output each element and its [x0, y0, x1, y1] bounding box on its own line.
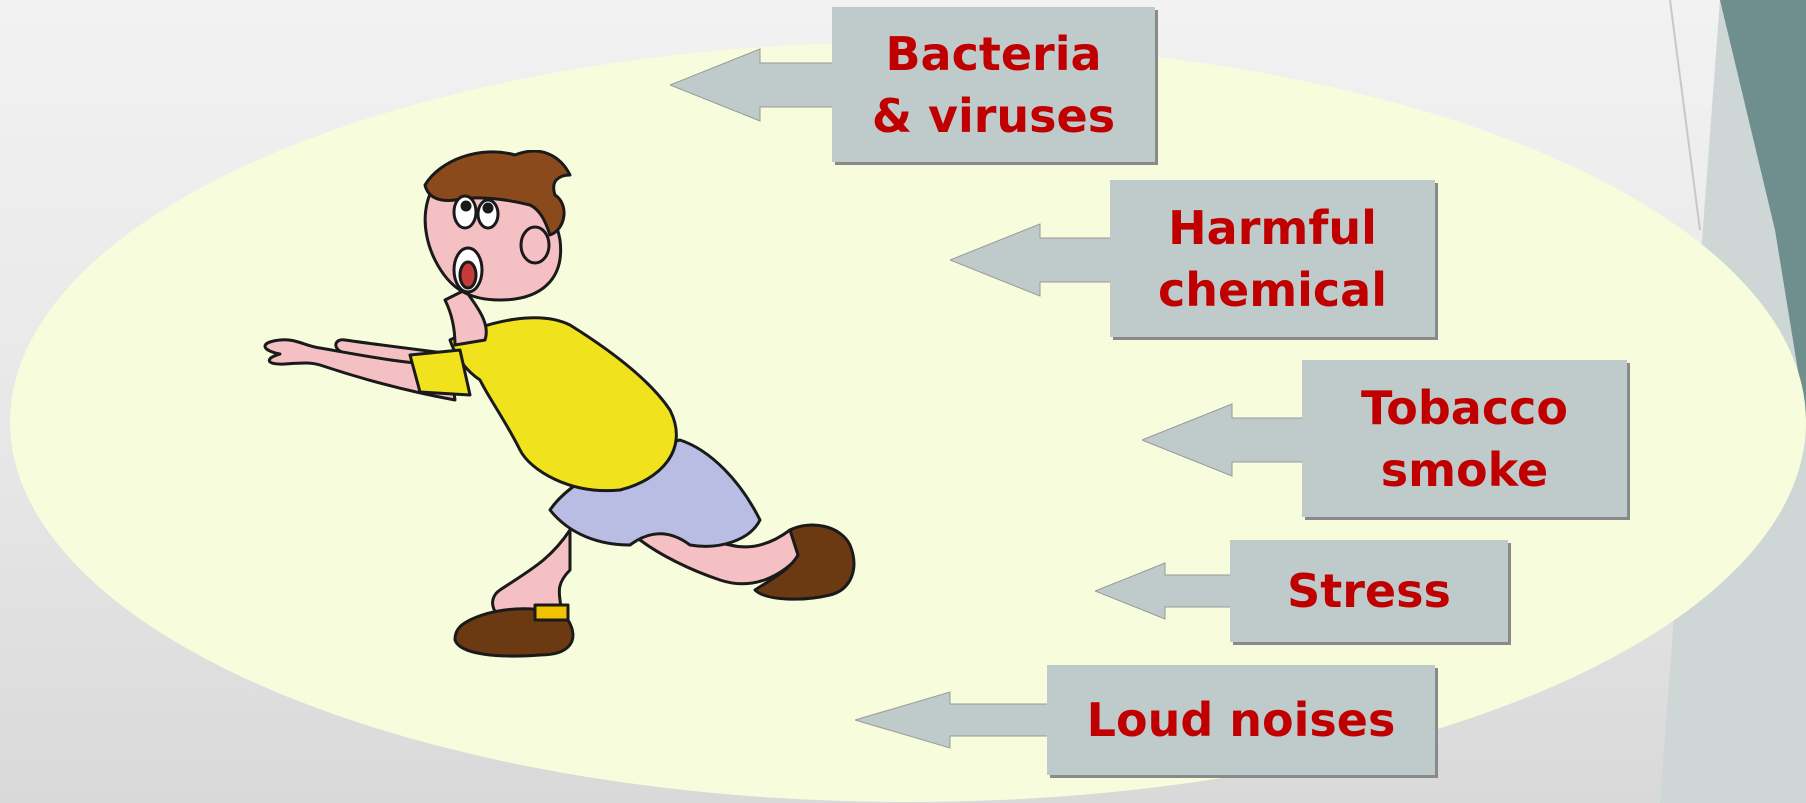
- label-box: Harmful chemical: [1110, 180, 1435, 337]
- callout-bacteria: Bacteria & viruses: [670, 7, 1160, 162]
- mouth-inside: [460, 262, 476, 288]
- callout-chemical: Harmful chemical: [950, 180, 1440, 337]
- label-tobacco: Tobacco smoke: [1361, 377, 1568, 501]
- label-noise: Loud noises: [1087, 689, 1396, 751]
- back-sock: [535, 605, 568, 620]
- arrow-left-icon: [1095, 561, 1235, 621]
- label-box: Bacteria & viruses: [832, 7, 1155, 162]
- arrow-left-icon: [1142, 400, 1312, 480]
- label-box: Loud noises: [1047, 665, 1435, 775]
- arrow-left-icon: [670, 45, 840, 125]
- label-box: Stress: [1230, 540, 1508, 642]
- label-box: Tobacco smoke: [1302, 360, 1627, 517]
- arrow-left-icon: [855, 690, 1055, 750]
- frightened-boy-illustration: [250, 150, 920, 690]
- callout-tobacco: Tobacco smoke: [1142, 360, 1632, 517]
- shirt-sleeve: [410, 350, 470, 395]
- shirt: [450, 318, 676, 491]
- label-bacteria: Bacteria & viruses: [872, 23, 1115, 147]
- left-pupil: [462, 202, 470, 210]
- arrow-left-icon: [950, 220, 1120, 300]
- label-stress: Stress: [1287, 560, 1451, 622]
- ear: [521, 227, 549, 263]
- right-pupil: [484, 204, 492, 212]
- callout-noise: Loud noises: [855, 665, 1440, 775]
- label-chemical: Harmful chemical: [1158, 197, 1387, 321]
- callout-stress: Stress: [1095, 540, 1515, 642]
